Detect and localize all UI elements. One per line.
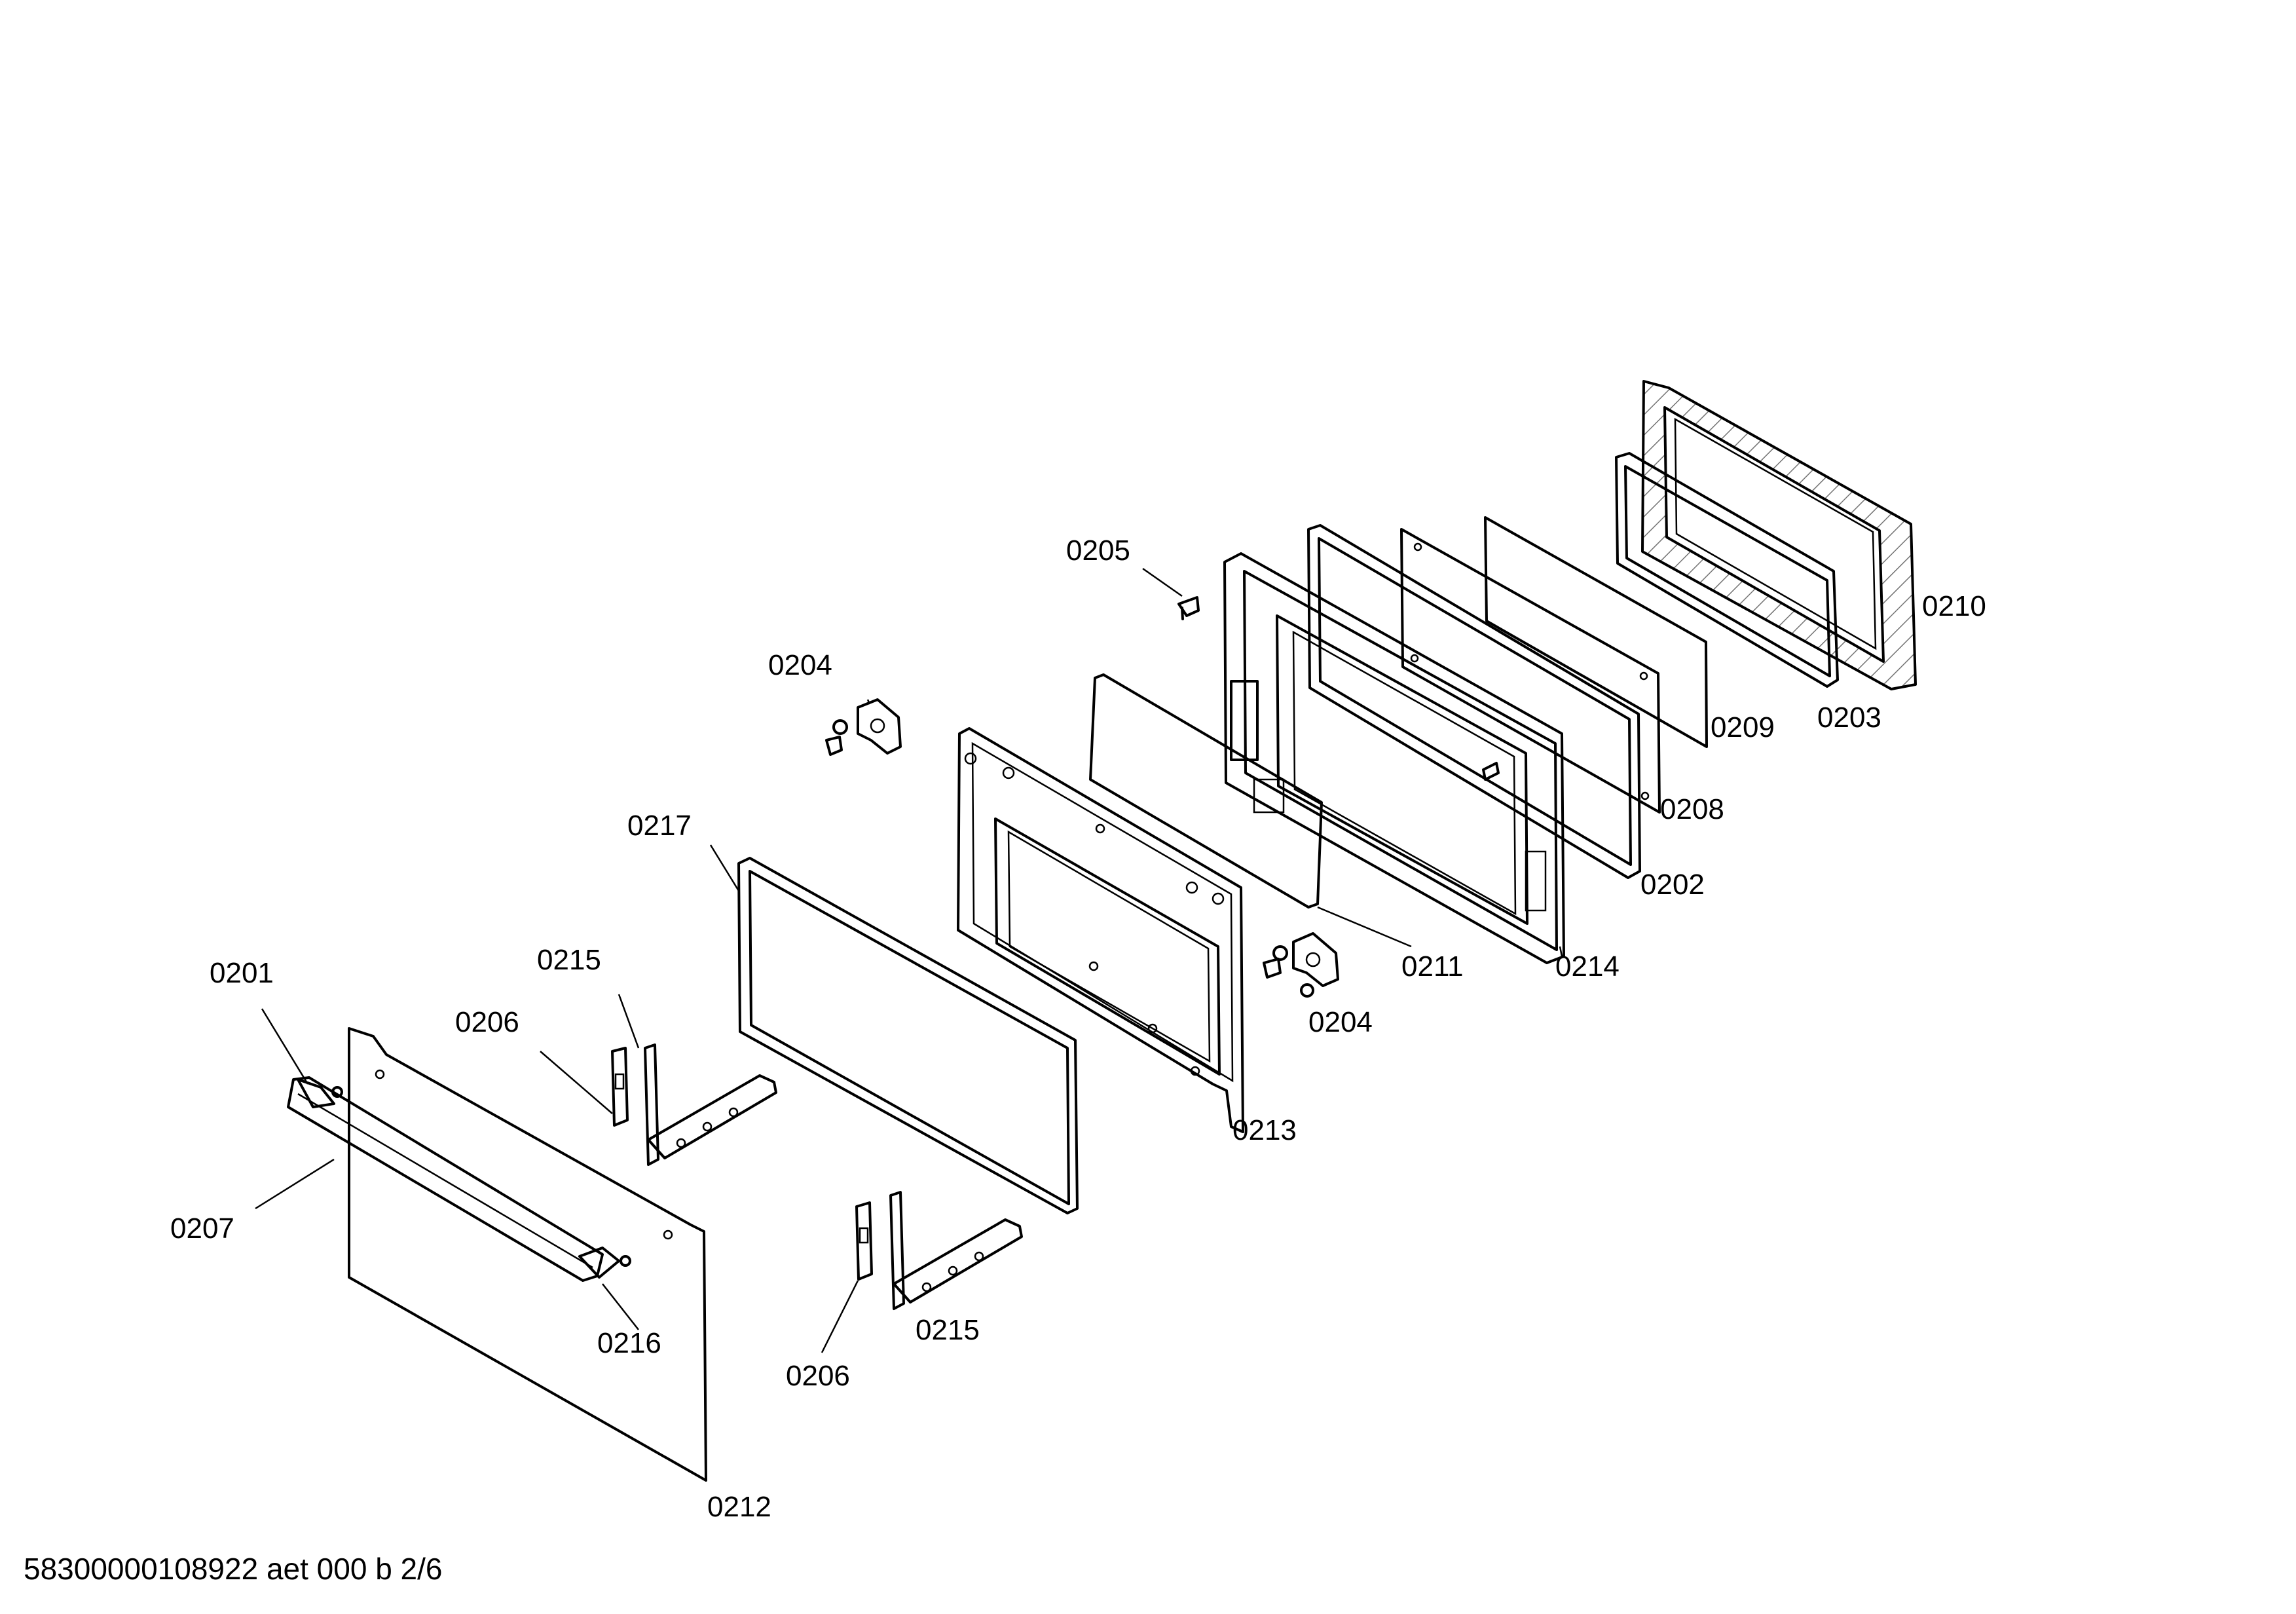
label-0207: 0207 xyxy=(170,1212,234,1245)
label-0216: 0216 xyxy=(597,1327,661,1359)
label-0213: 0213 xyxy=(1232,1114,1297,1146)
label-0211: 0211 xyxy=(1401,950,1464,983)
part-0206-plate-lower xyxy=(855,1201,873,1281)
label-0210: 0210 xyxy=(1922,590,1986,622)
part-0207-handle xyxy=(287,1076,604,1282)
label-0217: 0217 xyxy=(627,810,692,842)
part-0211-glass xyxy=(1089,673,1323,909)
part-0205-clip xyxy=(1177,596,1200,620)
part-0210-outer-frame xyxy=(1641,380,1917,690)
label-0205: 0205 xyxy=(1066,535,1130,567)
label-0206-upper: 0206 xyxy=(455,1006,519,1038)
leader-lines xyxy=(255,567,1563,1353)
part-0212-front-panel xyxy=(348,1027,707,1482)
label-0206-lower: 0206 xyxy=(786,1360,850,1392)
part-labels: 0205 0210 0204 0209 0203 0208 0217 0202 … xyxy=(170,535,1986,1523)
label-0203: 0203 xyxy=(1817,702,1881,734)
part-0213-door-frame xyxy=(957,727,1244,1133)
part-0215-hinge-lower xyxy=(889,1191,1023,1310)
label-0204-upper: 0204 xyxy=(768,649,832,681)
label-0212: 0212 xyxy=(707,1491,771,1523)
part-0214-inner-frame xyxy=(1223,552,1565,964)
part-0216-end-cap xyxy=(578,1247,631,1279)
label-0209: 0209 xyxy=(1711,711,1775,743)
drawing-reference: 58300000108922 aet 000 b 2/6 xyxy=(24,1552,443,1586)
label-0204-lower: 0204 xyxy=(1308,1006,1373,1038)
label-0214: 0214 xyxy=(1555,950,1620,983)
part-0217-gasket xyxy=(737,857,1079,1214)
part-0206-plate-upper xyxy=(611,1047,629,1127)
label-0201: 0201 xyxy=(210,957,274,989)
part-0204-bracket-lower xyxy=(1263,932,1339,998)
label-0208: 0208 xyxy=(1660,793,1724,825)
part-0209-panel xyxy=(1484,516,1708,748)
label-0215-lower: 0215 xyxy=(916,1314,980,1346)
part-0215-hinge-upper xyxy=(644,1043,777,1166)
part-0208-panel xyxy=(1400,528,1661,814)
part-0201-end-cap xyxy=(297,1078,343,1108)
label-0215-upper: 0215 xyxy=(537,944,601,976)
part-0202-gasket xyxy=(1307,524,1641,879)
label-0202: 0202 xyxy=(1640,869,1705,901)
part-0204-bracket-upper xyxy=(825,698,902,756)
part-0203-gasket xyxy=(1615,452,1839,688)
